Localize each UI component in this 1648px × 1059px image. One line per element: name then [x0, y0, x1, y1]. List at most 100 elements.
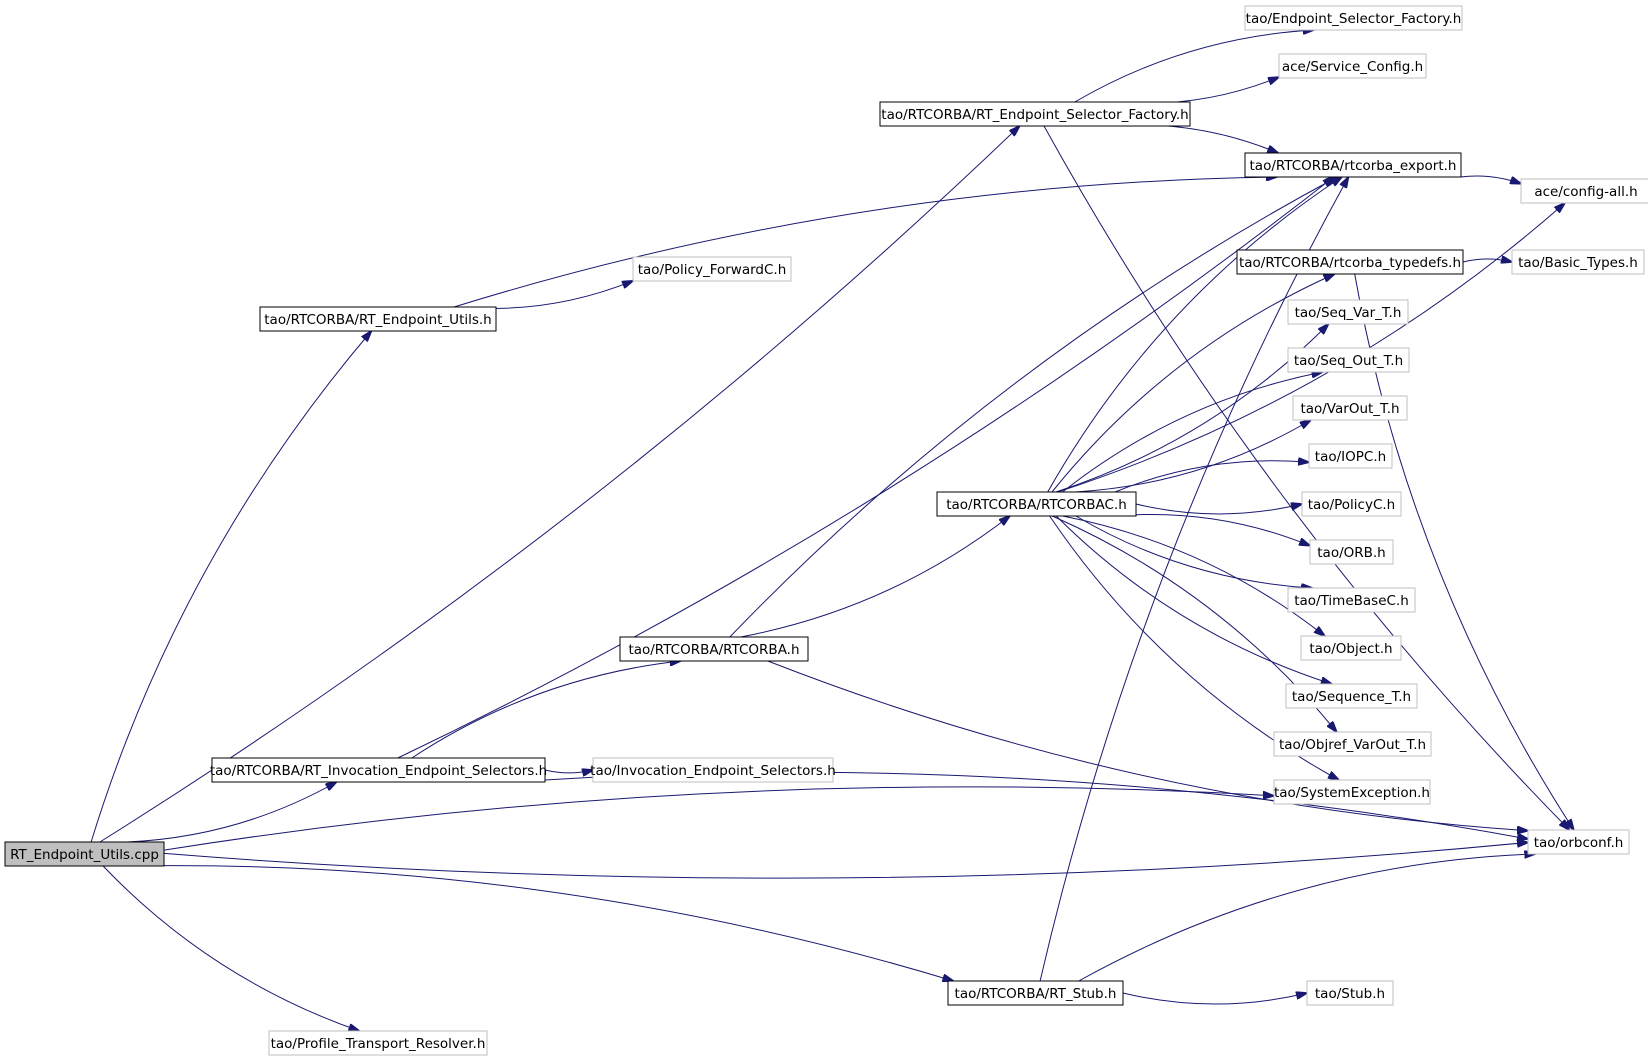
edge-rt_ies-to-ies: [544, 770, 593, 773]
node-box-seq_var: [1287, 299, 1409, 325]
node-box-rt_typedefs: [1236, 249, 1464, 275]
node-box-policyc: [1301, 491, 1402, 517]
node-box-ies: [592, 757, 834, 783]
node-label-rtcorbac: tao/RTCORBA/RTCORBAC.h: [946, 497, 1127, 513]
edge-rtcorba_h-to-rtcorbac: [740, 516, 1010, 638]
node-label-orbconf: tao/orbconf.h: [1534, 835, 1624, 851]
node-label-object: tao/Object.h: [1309, 641, 1392, 657]
node-orb: tao/ORB.h: [1309, 539, 1394, 565]
node-box-rtcorbac: [936, 491, 1137, 517]
edge-rt_endpoint_utils-to-policy_forward: [458, 281, 633, 309]
node-box-esf_factory: [1244, 5, 1463, 31]
node-sequence: tao/Sequence_T.h: [1285, 683, 1418, 709]
node-seq_out: tao/Seq_Out_T.h: [1287, 347, 1410, 373]
edge-root-to-rt_esf: [99, 126, 1020, 843]
node-box-rtcorba_h: [619, 636, 809, 662]
node-label-seq_out: tao/Seq_Out_T.h: [1294, 353, 1403, 369]
edge-rtcorbac-to-iopc: [1114, 461, 1309, 493]
node-label-ies: tao/Invocation_Endpoint_Selectors.h: [590, 763, 836, 779]
node-esf_factory: tao/Endpoint_Selector_Factory.h: [1244, 5, 1463, 31]
node-rtcorba_h[interactable]: tao/RTCORBA/RTCORBA.h: [619, 636, 809, 662]
node-basic_types: tao/Basic_Types.h: [1511, 249, 1645, 275]
node-seq_var: tao/Seq_Var_T.h: [1287, 299, 1409, 325]
node-box-rt_stub: [947, 980, 1124, 1006]
node-box-rt_esf: [879, 101, 1191, 127]
node-box-root: [4, 841, 165, 867]
node-box-stub: [1306, 980, 1394, 1006]
node-rtcorba_export[interactable]: tao/RTCORBA/rtcorba_export.h: [1244, 152, 1462, 178]
node-label-objref_varout: tao/Objref_VarOut_T.h: [1279, 737, 1426, 753]
node-box-object: [1300, 635, 1402, 661]
node-rt_esf[interactable]: tao/RTCORBA/RT_Endpoint_Selector_Factory…: [879, 101, 1191, 127]
node-box-rtcorba_export: [1244, 152, 1462, 178]
node-box-policy_forward: [632, 256, 792, 282]
node-label-rt_esf: tao/RTCORBA/RT_Endpoint_Selector_Factory…: [881, 107, 1188, 123]
node-label-rt_endpoint_utils: tao/RTCORBA/RT_Endpoint_Utils.h: [264, 312, 492, 328]
edge-rt_esf-to-esf_factory: [1074, 30, 1314, 103]
edge-rtcorbac-to-seq_out: [1062, 372, 1323, 493]
node-label-sys_exception: tao/SystemException.h: [1274, 785, 1430, 801]
node-varout: tao/VarOut_T.h: [1292, 395, 1408, 421]
node-orbconf: tao/orbconf.h: [1527, 829, 1630, 855]
node-label-policyc: tao/PolicyC.h: [1308, 497, 1395, 513]
node-profile_resolver: tao/Profile_Transport_Resolver.h: [268, 1030, 488, 1056]
node-rt_stub[interactable]: tao/RTCORBA/RT_Stub.h: [947, 980, 1124, 1006]
node-label-rt_ies: tao/RTCORBA/RT_Invocation_Endpoint_Selec…: [210, 763, 547, 779]
edge-root-to-rt_ies: [126, 782, 337, 843]
node-label-root: RT_Endpoint_Utils.cpp: [10, 847, 159, 863]
edge-root-to-sys_exception: [163, 786, 1274, 851]
node-label-rt_typedefs: tao/RTCORBA/rtcorba_typedefs.h: [1239, 255, 1461, 271]
node-box-seq_out: [1287, 347, 1410, 373]
edge-rtcorbac-to-rtcorba_export: [1047, 177, 1342, 493]
nodes-layer: RT_Endpoint_Utils.cpp tao/Endpoint_Select…: [4, 5, 1648, 1056]
edge-rtcorba_export-to-config_all: [1460, 175, 1522, 184]
edge-rt_esf-to-rtcorba_export: [1109, 124, 1278, 153]
edge-root-to-orbconf: [163, 842, 1528, 879]
edge-rt_typedefs-to-basic_types: [1462, 259, 1512, 262]
node-label-iopc: tao/IOPC.h: [1315, 449, 1386, 465]
node-box-sequence: [1285, 683, 1418, 709]
edge-rtcorbac-to-sequence: [1055, 515, 1332, 684]
node-box-rt_ies: [211, 757, 546, 783]
node-object: tao/Object.h: [1300, 635, 1402, 661]
node-label-timebase: tao/TimeBaseC.h: [1294, 593, 1409, 609]
node-box-profile_resolver: [268, 1030, 488, 1056]
node-objref_varout: tao/Objref_VarOut_T.h: [1273, 731, 1432, 757]
node-rt_typedefs[interactable]: tao/RTCORBA/rtcorba_typedefs.h: [1236, 249, 1464, 275]
edge-rtcorbac-to-rt_typedefs: [1051, 274, 1335, 493]
node-root[interactable]: RT_Endpoint_Utils.cpp: [4, 841, 165, 867]
edge-rt_stub-to-rtcorba_export: [1039, 177, 1348, 982]
edge-rtcorbac-to-varout: [1075, 420, 1311, 493]
node-label-service_config: ace/Service_Config.h: [1282, 59, 1423, 75]
node-label-esf_factory: tao/Endpoint_Selector_Factory.h: [1246, 11, 1462, 27]
node-label-rtcorba_export: tao/RTCORBA/rtcorba_export.h: [1250, 158, 1457, 174]
edge-rtcorba_h-to-orbconf: [767, 660, 1528, 831]
node-label-rt_stub: tao/RTCORBA/RT_Stub.h: [955, 986, 1117, 1002]
edge-rtcorbac-to-object: [1062, 515, 1325, 636]
node-label-config_all: ace/config-all.h: [1534, 184, 1637, 200]
node-sys_exception: tao/SystemException.h: [1273, 779, 1431, 805]
node-box-service_config: [1278, 53, 1427, 79]
edge-root-to-rt_stub: [163, 865, 953, 981]
node-label-profile_resolver: tao/Profile_Transport_Resolver.h: [271, 1036, 486, 1052]
edge-rtcorbac-to-policyc: [1135, 504, 1302, 515]
node-service_config: ace/Service_Config.h: [1278, 53, 1427, 79]
node-box-sys_exception: [1273, 779, 1431, 805]
node-box-objref_varout: [1273, 731, 1432, 757]
edge-rtcorbac-to-orb: [1115, 513, 1310, 545]
node-box-varout: [1292, 395, 1408, 421]
node-box-iopc: [1308, 443, 1393, 469]
node-box-config_all: [1520, 178, 1648, 204]
node-rt_ies[interactable]: tao/RTCORBA/RT_Invocation_Endpoint_Selec…: [210, 757, 547, 783]
node-rt_endpoint_utils[interactable]: tao/RTCORBA/RT_Endpoint_Utils.h: [259, 306, 497, 332]
edge-rtcorba_h-to-rtcorba_export: [729, 177, 1337, 638]
edge-rt_ies-to-rtcorba_export: [397, 177, 1334, 759]
node-rtcorbac[interactable]: tao/RTCORBA/RTCORBAC.h: [936, 491, 1137, 517]
node-label-sequence: tao/Sequence_T.h: [1292, 689, 1411, 705]
edge-rtcorbac-to-timebase: [1075, 515, 1312, 588]
edge-root-to-profile_resolver: [102, 865, 359, 1031]
edges-layer: [90, 30, 1574, 1031]
node-stub: tao/Stub.h: [1306, 980, 1394, 1006]
node-timebase: tao/TimeBaseC.h: [1287, 587, 1416, 613]
